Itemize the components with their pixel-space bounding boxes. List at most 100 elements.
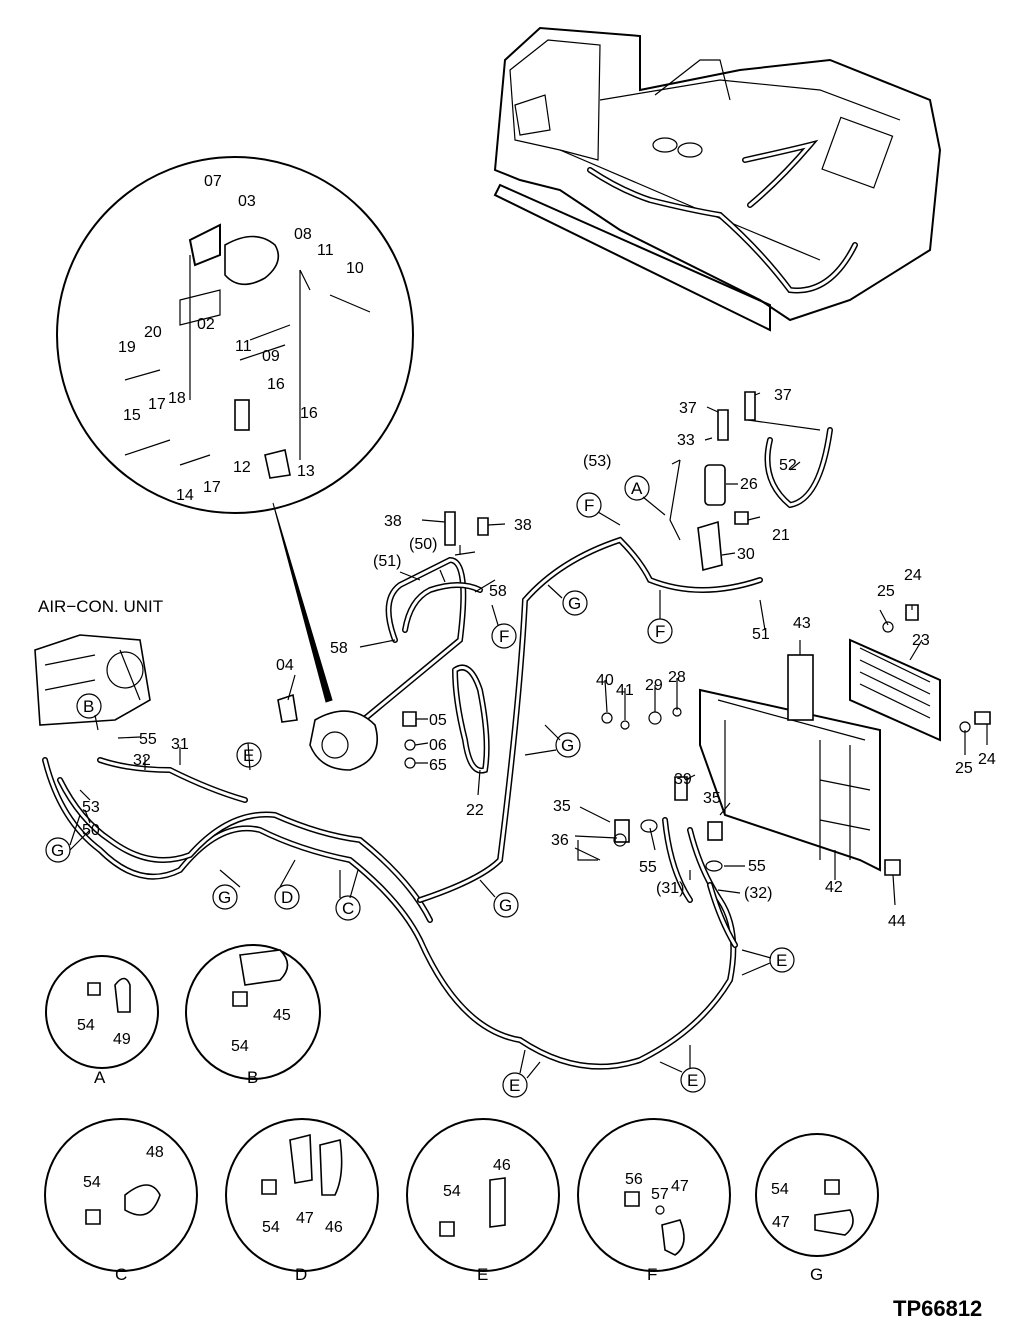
callout-41: 41 [616, 682, 634, 699]
callout-26: 26 [740, 476, 758, 493]
callout: 03 [238, 193, 256, 210]
callout-55: 55 [639, 859, 657, 876]
callout-24: 24 [978, 751, 996, 768]
callout: 11 [235, 338, 252, 355]
callout-29: 29 [645, 677, 663, 694]
marker-b: B [76, 693, 102, 719]
callout-51: 51 [752, 626, 770, 643]
callout-42: 42 [825, 879, 843, 896]
inset-part: 47 [296, 1210, 314, 1227]
inset-labels: 54 49 A 54 45 B 54 48 C 54 47 46 D 54 46… [77, 1007, 823, 1284]
svg-text:G: G [568, 594, 581, 613]
callout: 17 [203, 479, 221, 496]
callout-37: 37 [774, 387, 792, 404]
svg-text:G: G [499, 896, 512, 915]
callout-38: 38 [514, 517, 532, 534]
callout: 15 [123, 407, 141, 424]
callout-53p: (53) [583, 453, 611, 470]
inset-part: 54 [771, 1181, 789, 1198]
marker-g: G [493, 892, 519, 918]
marker-f: F [491, 623, 517, 649]
callout-04: 04 [276, 657, 294, 674]
callout-53: 53 [82, 799, 100, 816]
callout-38: 38 [384, 513, 402, 530]
svg-text:E: E [509, 1076, 520, 1095]
callout: 16 [300, 405, 318, 422]
svg-text:E: E [687, 1071, 698, 1090]
components [34, 464, 941, 872]
marker-e: E [769, 947, 795, 973]
callout: 11 [317, 242, 334, 259]
callout: 17 [148, 396, 166, 413]
compressor-detail [56, 156, 414, 703]
callout-30: 30 [737, 546, 755, 563]
marker-g: G [555, 732, 581, 758]
callout-52: 52 [779, 457, 797, 474]
callout-65: 65 [429, 757, 447, 774]
machine-overview [493, 26, 942, 332]
inset-part: 54 [77, 1017, 95, 1034]
callout-55: 55 [748, 858, 766, 875]
callout-40: 40 [596, 672, 614, 689]
inset-letter: G [810, 1265, 823, 1284]
marker-f: F [576, 492, 602, 518]
callout-32: 32 [133, 752, 151, 769]
marker-a: A [624, 475, 650, 501]
callout-31p: (31) [656, 880, 684, 897]
callout-24: 24 [904, 567, 922, 584]
svg-text:E: E [776, 951, 787, 970]
marker-e: E [680, 1067, 706, 1093]
callout: 19 [118, 339, 136, 356]
marker-e: E [502, 1072, 528, 1098]
callout-05: 05 [429, 712, 447, 729]
svg-text:B: B [83, 697, 94, 716]
svg-text:F: F [499, 627, 509, 646]
inset-part: 47 [671, 1178, 689, 1195]
marker-g: G [562, 590, 588, 616]
svg-text:G: G [218, 888, 231, 907]
inset-part: 47 [772, 1214, 790, 1231]
callout-43: 43 [793, 615, 811, 632]
marker-d: D [274, 884, 300, 910]
callout-28: 28 [668, 669, 686, 686]
inset-letter: A [94, 1068, 106, 1087]
inset-details [44, 944, 879, 1272]
inset-part: 48 [146, 1144, 164, 1161]
inset-part: 54 [443, 1183, 461, 1200]
fasteners [402, 391, 991, 876]
inset-letter: D [295, 1265, 307, 1284]
inset-part: 45 [273, 1007, 291, 1024]
callout-25: 25 [955, 760, 973, 777]
callout: 14 [176, 487, 194, 504]
main-callouts: 37 37 33 (53) 26 52 21 30 38 38 (51) (50… [82, 387, 996, 930]
marker-g: G [212, 884, 238, 910]
svg-text:G: G [561, 736, 574, 755]
air-con-unit-label: AIR−CON. UNIT [38, 597, 163, 616]
detail-callouts: 07 03 08 11 10 19 20 02 11 09 16 15 17 1… [118, 173, 364, 504]
inset-letter: C [115, 1265, 127, 1284]
svg-text:F: F [584, 496, 594, 515]
inset-letter: F [647, 1265, 657, 1284]
marker-f: F [647, 618, 673, 644]
inset-part: 46 [493, 1157, 511, 1174]
marker-g: G [45, 837, 71, 863]
callout: 13 [297, 463, 315, 480]
callout: 02 [197, 316, 215, 333]
inset-part: 49 [113, 1031, 131, 1048]
callout-33: 33 [677, 432, 695, 449]
callout: 20 [144, 324, 162, 341]
callout: 16 [267, 376, 285, 393]
inset-part: 54 [262, 1219, 280, 1236]
callout-32p: (32) [744, 885, 772, 902]
callout: 09 [262, 348, 280, 365]
callout-44: 44 [888, 913, 906, 930]
callout-37: 37 [679, 400, 697, 417]
svg-text:C: C [342, 899, 354, 918]
svg-text:A: A [631, 479, 643, 498]
callout-39: 39 [674, 771, 692, 788]
callout-23: 23 [912, 632, 930, 649]
callout-50: 50 [82, 822, 100, 839]
callout-51p: (51) [373, 553, 401, 570]
svg-text:G: G [51, 841, 64, 860]
